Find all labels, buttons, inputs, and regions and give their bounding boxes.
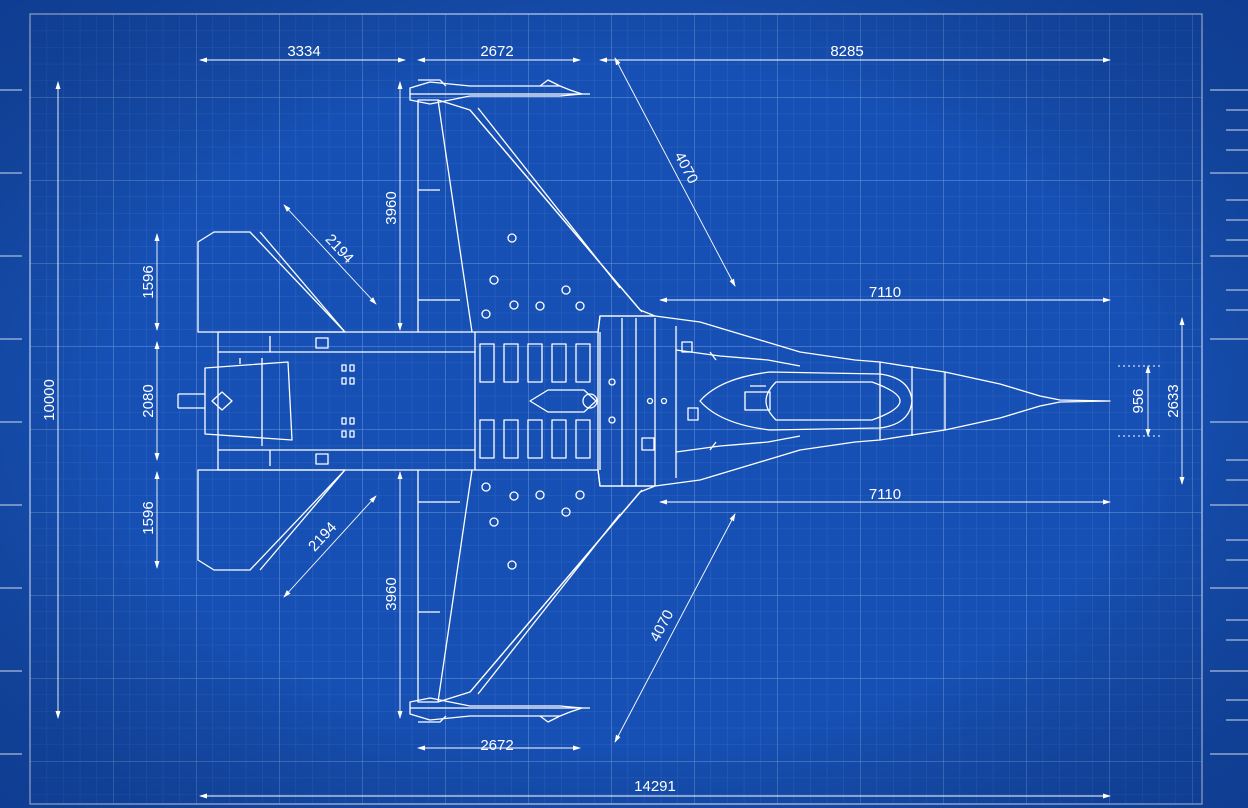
dim-top-mid: 2672	[480, 43, 513, 60]
dim-top-right: 8285	[830, 43, 863, 60]
upper-wingtip-missile-fin	[410, 79, 590, 95]
tail-diamond	[211, 391, 233, 411]
dim-stab-span-top: 1596	[140, 265, 157, 298]
ejection-seat	[744, 385, 771, 411]
rear-panel-top	[315, 337, 329, 349]
upper-wing-leading-edge	[469, 107, 643, 313]
dim-wing-root-bottom: 3960	[383, 577, 400, 610]
dim-wing-root-top: 3960	[383, 191, 400, 224]
dim-top-left: 3334	[287, 43, 320, 60]
forward-panel-top	[681, 341, 693, 353]
right-ruler	[1210, 89, 1248, 755]
dim-bottom-mid: 2672	[480, 737, 513, 754]
lower-wingtip-missile-fin	[410, 707, 590, 723]
fuel-panels	[479, 343, 591, 459]
nozzle	[177, 393, 205, 409]
lower-wing-flap	[418, 469, 473, 703]
forward-panel-bottom	[641, 437, 655, 451]
dim-fuselage-width: 2080	[140, 384, 157, 417]
dim-stab-span-bottom: 1596	[140, 501, 157, 534]
center-bay	[529, 389, 597, 413]
rear-boom	[218, 336, 475, 466]
center-marker	[582, 393, 598, 409]
access-holes	[481, 233, 668, 570]
forward-panel-mid	[687, 407, 699, 421]
forward-frames	[599, 318, 677, 486]
dimension-lines	[55, 57, 1185, 799]
dim-nose-bottom: 7110	[869, 486, 901, 503]
vertical-tail	[204, 358, 293, 446]
left-ruler	[0, 89, 22, 755]
dim-overall-length: 14291	[634, 778, 676, 795]
upper-wing-flap	[418, 99, 473, 333]
aircraft-top-view	[177, 79, 1111, 723]
dim-nose-top: 7110	[869, 284, 901, 301]
canopy-inner	[765, 381, 901, 421]
rear-panel-vents	[341, 364, 355, 438]
fuselage-outline	[217, 315, 1111, 487]
intake-ramp	[675, 349, 801, 453]
rear-panel-bottom	[315, 453, 329, 465]
dim-total-span: 10000	[41, 379, 58, 421]
dim-inlet-width: 956	[1130, 388, 1147, 413]
dim-intake-span: 2633	[1165, 384, 1182, 417]
center-section	[474, 332, 599, 470]
lower-wing-leading-edge	[469, 489, 643, 695]
nose-section	[879, 362, 946, 440]
